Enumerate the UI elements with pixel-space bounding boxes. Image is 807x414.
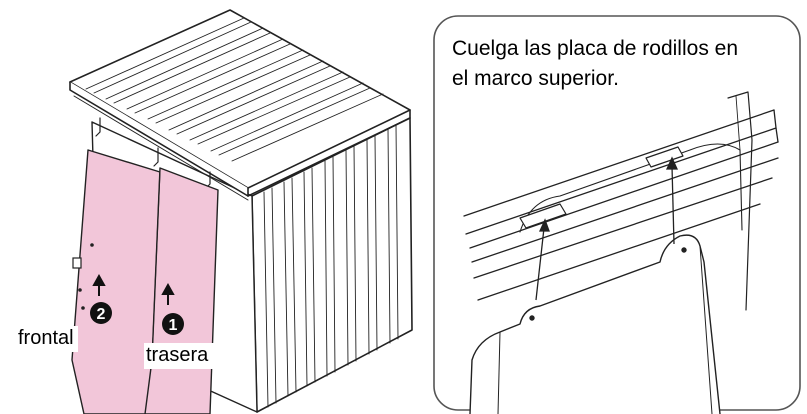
roof-ribs <box>85 17 384 162</box>
caption-line-2: el marco superior. <box>452 67 619 90</box>
caption-line-1: Cuelga las placa de rodillos en <box>452 37 739 60</box>
label-front-panel: frontal <box>16 326 78 352</box>
label-rear-panel: trasera <box>144 343 239 369</box>
rail-slot-left <box>519 203 567 229</box>
front-panel <box>71 149 161 414</box>
rail-detail-illustration <box>463 91 779 414</box>
roof-side-eave <box>247 109 411 197</box>
up-arrow-icon <box>92 273 175 305</box>
side-wall-ribs <box>263 124 399 408</box>
top-rail <box>463 109 779 301</box>
roller-plate <box>469 234 721 414</box>
callout-caption: Cuelga las placa de rodillos en el marco… <box>452 34 802 94</box>
panel-details <box>72 243 94 310</box>
insertion-arrows <box>535 156 679 301</box>
roof-front-eave <box>69 81 249 197</box>
rail-slot-right <box>645 146 684 168</box>
pink-panels <box>71 149 219 414</box>
handle-icon <box>72 257 82 269</box>
